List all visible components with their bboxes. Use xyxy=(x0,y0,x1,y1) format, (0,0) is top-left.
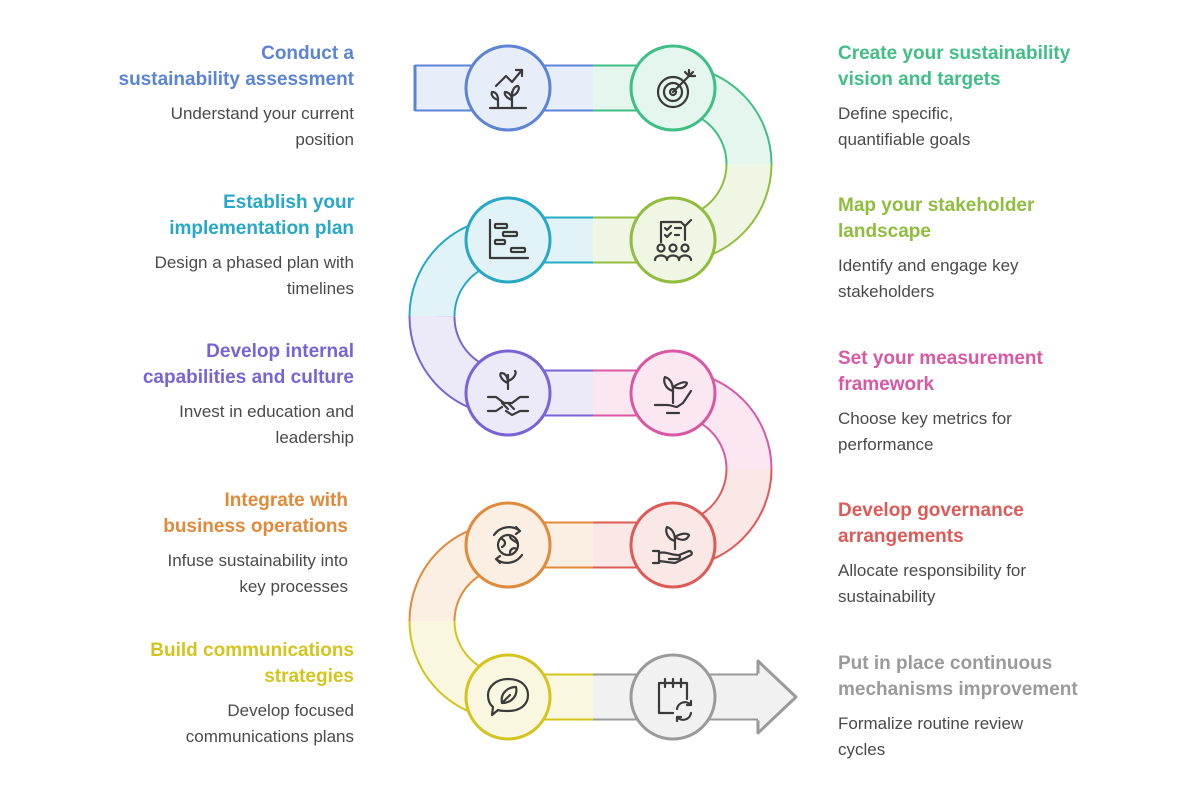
step-1-circle xyxy=(464,44,552,132)
growth-chart-plant-icon xyxy=(488,68,528,110)
step-4-circle xyxy=(464,196,552,284)
gantt-chart-icon xyxy=(488,218,530,260)
step-4-node xyxy=(464,196,552,284)
step-7-node xyxy=(629,501,717,589)
calendar-refresh-icon xyxy=(657,677,693,723)
step-8-node xyxy=(464,501,552,589)
step-1-node xyxy=(464,44,552,132)
step-5-node xyxy=(464,349,552,437)
globe-cycle-icon xyxy=(492,525,524,565)
plant-hand-icon xyxy=(653,375,693,415)
step-10-node xyxy=(629,653,717,741)
checklist-people-icon xyxy=(653,218,693,262)
speech-bubble-leaf-icon xyxy=(486,677,530,717)
step-5-circle xyxy=(464,349,552,437)
end-arrowhead xyxy=(756,659,798,735)
step-10-circle xyxy=(629,653,717,741)
hand-sprout-icon xyxy=(651,525,693,565)
step-7-circle xyxy=(629,501,717,589)
handshake-plant-icon xyxy=(486,369,530,417)
target-arrow-icon xyxy=(656,68,697,109)
step-2-desc: Define specific,quantifiable goals xyxy=(838,104,971,149)
step-3-circle xyxy=(629,196,717,284)
step-8-circle xyxy=(464,501,552,589)
step-3-node xyxy=(629,196,717,284)
